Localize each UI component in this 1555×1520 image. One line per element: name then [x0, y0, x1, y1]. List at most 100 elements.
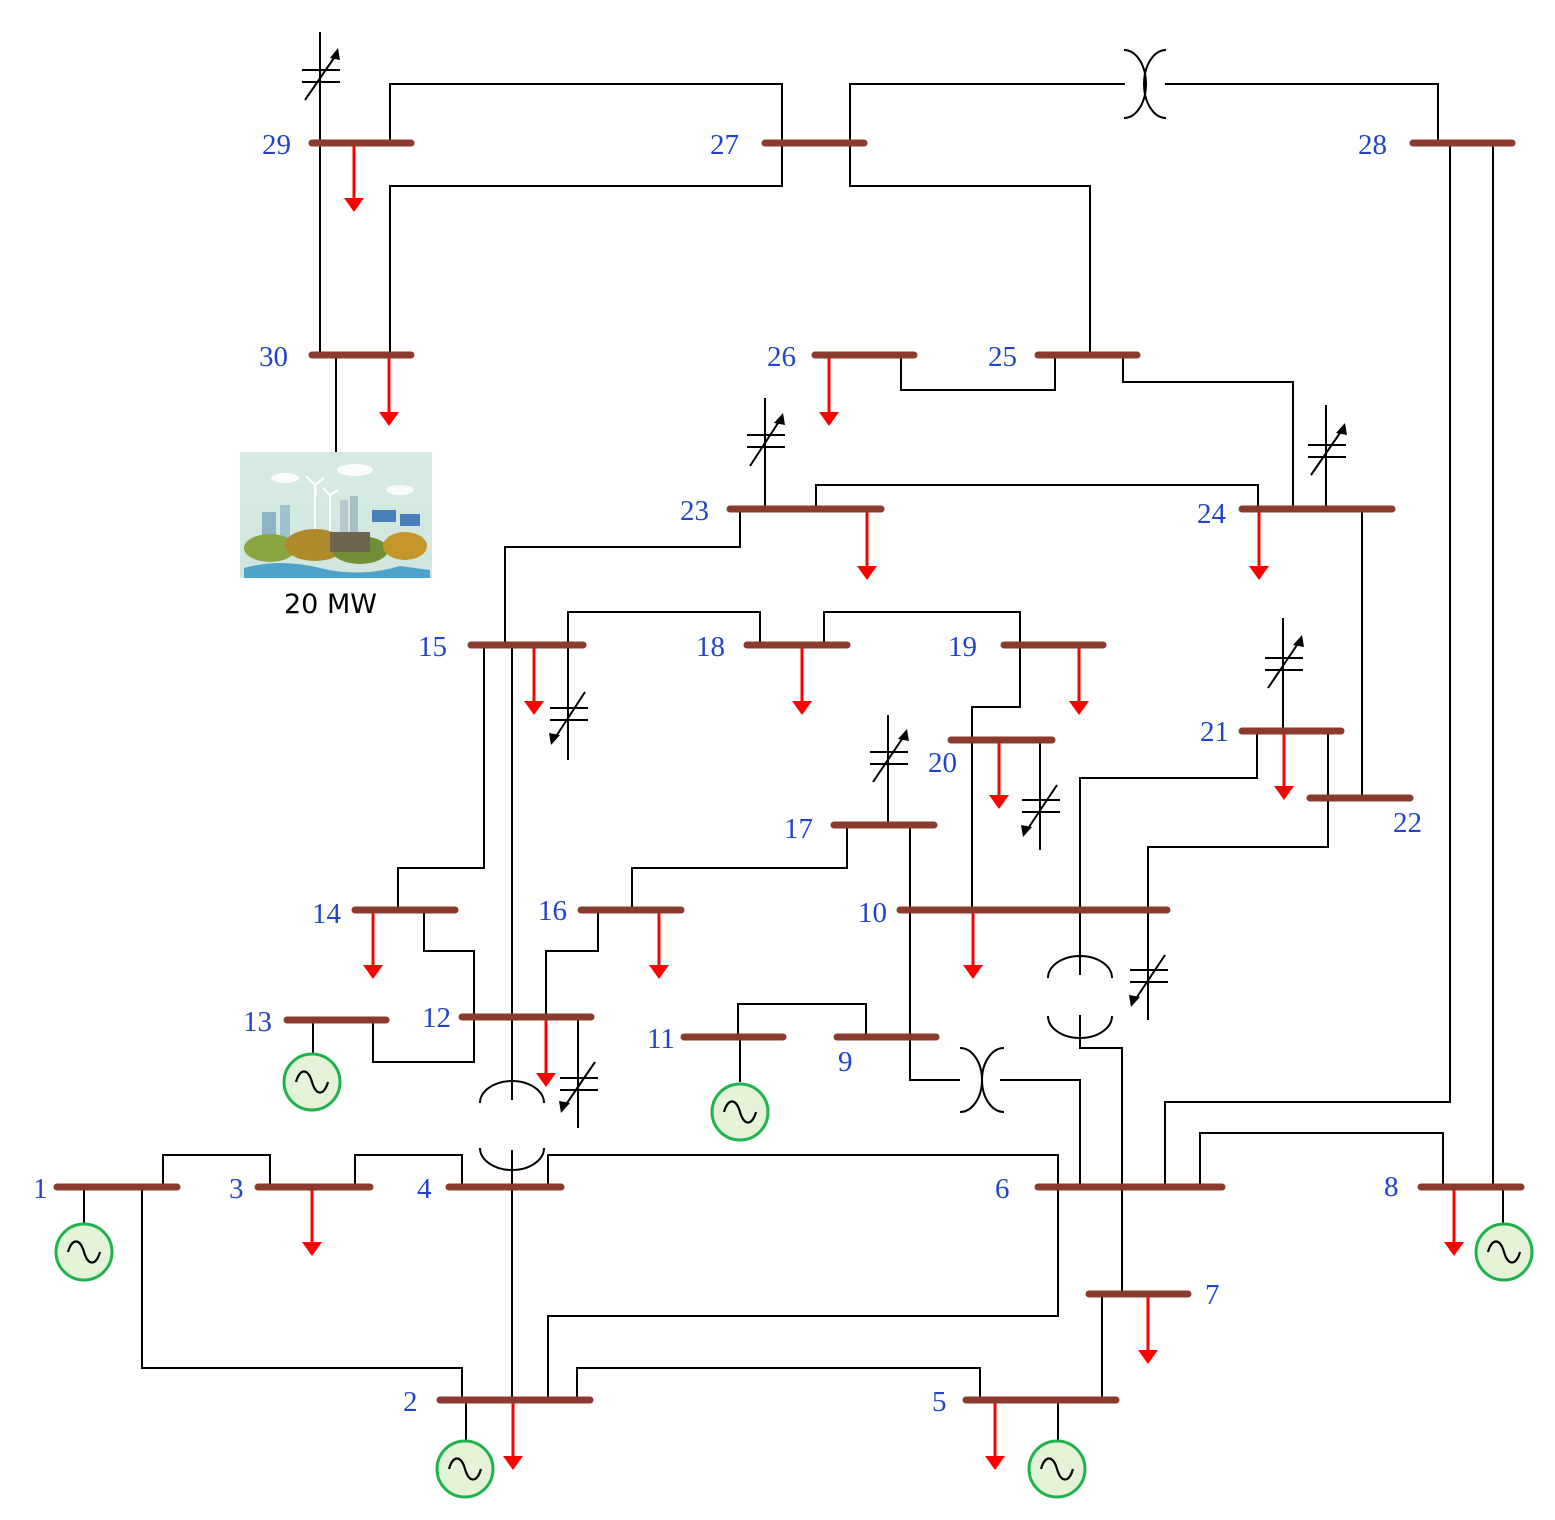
line-25-26	[900, 355, 1056, 391]
capacitor-icon	[559, 1017, 598, 1128]
line-10-22	[1147, 731, 1329, 910]
bus-label-20: 20	[928, 747, 957, 779]
bus-label-15: 15	[418, 631, 447, 663]
bus-labels: 1 2 3 4 5 6 7 8 9 10 11 12 13 14 15 16 1…	[33, 129, 1422, 1418]
bus-label-12: 12	[422, 1002, 451, 1034]
bus-label-14: 14	[312, 898, 342, 930]
line-15-23	[504, 509, 741, 645]
renewable-capacity-label: 20 MW	[284, 589, 377, 620]
line-1-3	[162, 1154, 271, 1187]
line-16-17	[631, 825, 848, 910]
transmission-lines	[83, 83, 1504, 1440]
bus-label-10: 10	[858, 897, 887, 929]
load-arrow-icon	[1069, 645, 1089, 715]
generator-icon	[1474, 1222, 1534, 1282]
load-arrow-icon	[344, 143, 364, 212]
bus-label-23: 23	[680, 495, 709, 527]
line-24-25	[1122, 355, 1294, 509]
line-9-11	[737, 1003, 867, 1037]
line-2-6	[547, 1187, 1059, 1400]
line-6-10	[1079, 1015, 1123, 1187]
capacitor-icon	[1021, 740, 1060, 850]
line-6-28	[1164, 143, 1451, 1187]
line-6-8	[1199, 1132, 1444, 1187]
capacitors	[302, 32, 1347, 1128]
transformer-icon	[1123, 49, 1167, 119]
bus-label-29: 29	[262, 129, 291, 161]
line-23-24	[815, 484, 1259, 509]
line-2-5	[576, 1367, 981, 1400]
bus-label-3: 3	[229, 1173, 244, 1205]
capacitor-icon	[302, 32, 340, 143]
load-arrow-icon	[302, 1187, 322, 1256]
bus-label-28: 28	[1358, 129, 1387, 161]
generator-icon	[710, 1082, 770, 1142]
load-arrow-icon	[1138, 1294, 1158, 1364]
load-arrow-icon	[524, 645, 544, 715]
bus-label-8: 8	[1384, 1171, 1399, 1203]
capacitor-icon	[1129, 910, 1168, 1020]
bus-label-9: 9	[838, 1046, 853, 1078]
generator-icon	[282, 1052, 342, 1112]
capacitor-icon	[1265, 618, 1304, 731]
bus-label-21: 21	[1200, 716, 1229, 748]
line-12-13	[372, 1017, 475, 1063]
load-arrow-icon	[1444, 1187, 1464, 1256]
bus-bars	[53, 139, 1525, 1404]
bus-label-26: 26	[767, 341, 796, 373]
load-arrow-icon	[1274, 731, 1294, 800]
line-18-19	[823, 611, 1021, 910]
line-3-4	[354, 1154, 463, 1187]
bus-label-11: 11	[647, 1023, 675, 1055]
load-arrow-icon	[649, 910, 669, 979]
load-arrow-icon	[503, 1400, 523, 1470]
bus-label-4: 4	[417, 1173, 432, 1205]
line-27-30	[389, 143, 783, 355]
capacitor-icon	[747, 398, 785, 509]
bus-label-27: 27	[710, 129, 739, 161]
line-12-16	[545, 910, 599, 1017]
generators	[54, 1052, 1534, 1499]
bus-label-22: 22	[1393, 807, 1422, 839]
line-4-6	[547, 1154, 1059, 1187]
transformer-icon	[1047, 955, 1113, 1039]
load-arrow-icon	[1249, 509, 1269, 580]
load-arrow-icon	[819, 355, 839, 426]
load-arrow-icon	[792, 645, 812, 715]
load-arrow-icon	[536, 1017, 556, 1087]
line-6-9	[1000, 1079, 1081, 1187]
load-arrow-icon	[989, 740, 1009, 809]
load-arrow-icon	[363, 910, 383, 979]
capacitor-icon	[1308, 405, 1347, 509]
line-10-21	[1079, 731, 1258, 910]
line-25-27	[849, 143, 1091, 355]
bus-label-25: 25	[988, 341, 1017, 373]
capacitor-icon	[549, 645, 588, 760]
bus-label-16: 16	[538, 895, 567, 927]
bus-label-6: 6	[995, 1173, 1010, 1205]
capacitor-icon	[870, 715, 909, 825]
line-28-xfmr	[1165, 83, 1439, 143]
bus-label-1: 1	[33, 1173, 48, 1205]
bus-label-5: 5	[932, 1386, 947, 1418]
line-27-28	[849, 83, 1125, 143]
generator-icon	[1027, 1439, 1087, 1499]
generator-icon	[54, 1222, 114, 1282]
line-27-29	[389, 83, 783, 143]
renewable-plant-icon	[240, 452, 432, 578]
line-14-15	[397, 645, 485, 910]
line-12-14	[423, 910, 475, 1017]
bus-label-17: 17	[784, 813, 813, 845]
load-arrow-icon	[379, 355, 399, 426]
load-arrow-icon	[857, 509, 877, 580]
bus-label-13: 13	[243, 1006, 272, 1038]
loads	[302, 143, 1464, 1470]
line-9-xfmr	[909, 825, 960, 1081]
bus-label-19: 19	[948, 631, 977, 663]
generator-icon	[435, 1439, 495, 1499]
transformer-icon	[959, 1047, 1005, 1113]
bus-label-30: 30	[259, 341, 288, 373]
line-1-2	[141, 1187, 463, 1400]
bus-label-18: 18	[696, 631, 725, 663]
